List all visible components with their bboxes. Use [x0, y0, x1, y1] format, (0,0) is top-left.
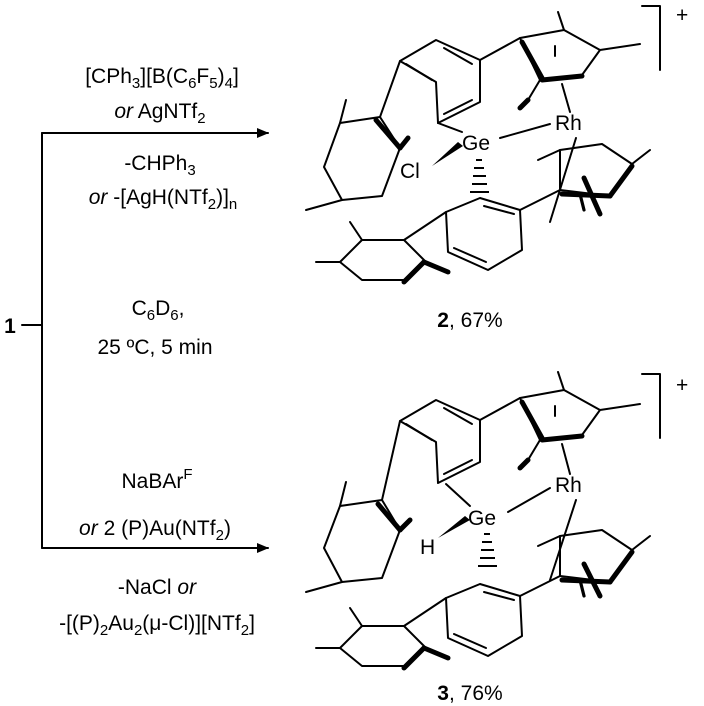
top-byproduct-2: or -[AgH(NTf2)]n	[89, 186, 238, 213]
top-central-arene	[399, 39, 481, 124]
top-hashed-bond	[470, 159, 489, 193]
bottom-ge-atom: Ge	[468, 507, 496, 530]
top-byproduct-1: -CHPh3	[124, 152, 195, 179]
bottom-reagent-1: NaBArF	[121, 466, 192, 493]
top-cl-atom: Cl	[400, 160, 420, 183]
top-conditions: [CPh3][B(C6F5)4] or AgNTf2 -CHPh3 or -[A…	[85, 65, 239, 213]
bottom-rh-atom: Rh	[555, 474, 582, 497]
top-rh-atom: Rh	[555, 112, 582, 135]
bottom-byproduct-2: -[(P)2Au2(μ-Cl)][NTf2]	[59, 612, 255, 639]
product-3-label: 3, 76%	[437, 682, 502, 705]
bottom-left-mesityl	[323, 499, 401, 583]
top-reagent-1: [CPh3][B(C6F5)4]	[85, 65, 239, 92]
bottom-lower-arene	[445, 583, 523, 657]
bottom-central-arene	[399, 399, 481, 484]
bottom-charge: +	[676, 374, 688, 397]
bottom-lower-right-mesityl	[559, 529, 651, 583]
solvent-label: C6D6,	[132, 297, 185, 324]
bottom-conditions: NaBArF or 2 (P)Au(NTf2) -NaCl or -[(P)2A…	[59, 466, 255, 639]
top-lower-right-mesityl	[559, 143, 651, 197]
product-2-structure: + Rh Ge Cl	[305, 4, 688, 332]
top-charge: +	[676, 4, 688, 27]
branching-arrows	[21, 128, 269, 553]
starting-material-label: 1	[4, 315, 16, 338]
bottom-reagent-2: or 2 (P)Au(NTf2)	[79, 517, 231, 544]
top-left-mesityl	[323, 116, 401, 201]
bottom-hashed-bond	[478, 533, 497, 567]
temperature-time-label: 25 ºC, 5 min	[97, 336, 212, 359]
common-conditions: C6D6, 25 ºC, 5 min	[97, 297, 212, 359]
bottom-h-atom: H	[420, 536, 435, 559]
top-lower-arene	[445, 197, 523, 271]
product-2-label: 2, 67%	[437, 309, 502, 332]
bottom-byproduct-1: -NaCl or	[118, 576, 197, 599]
bottom-charge-bracket	[641, 373, 661, 439]
top-reagent-2: or AgNTf2	[114, 100, 205, 127]
product-3-structure: + Rh Ge H	[305, 371, 688, 705]
top-charge-bracket	[641, 5, 661, 71]
top-ge-atom: Ge	[462, 132, 490, 155]
